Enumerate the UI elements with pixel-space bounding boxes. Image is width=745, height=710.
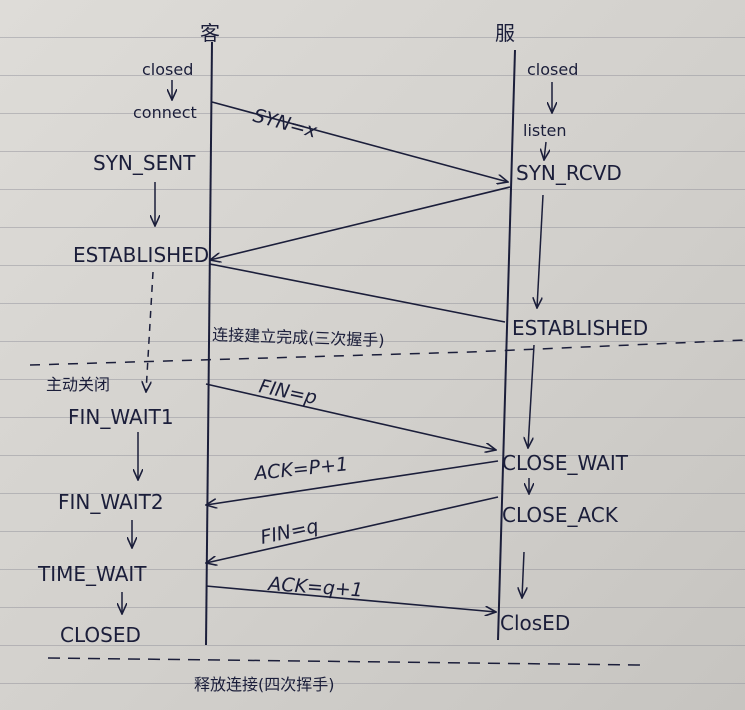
- client-arrow-3: [146, 271, 154, 392]
- syn-ack-arrow: [210, 186, 511, 260]
- syn-label: SYN=x: [251, 105, 320, 143]
- server-state-syn-rcvd: SYN_RCVD: [516, 161, 622, 185]
- ack-p-arrow: [206, 460, 499, 505]
- server-state-close-wait: CLOSE_WAIT: [502, 451, 629, 475]
- client-state-established: ESTABLISHED: [73, 243, 209, 267]
- ack-q-arrow: [205, 585, 496, 612]
- ack-line: [209, 263, 506, 323]
- handshake-note: 连接建立完成(三次握手): [212, 325, 385, 350]
- client-state-syn-sent: SYN_SENT: [93, 151, 196, 175]
- server-state-closed: closed: [527, 60, 578, 79]
- handshake-divider: [29, 339, 745, 366]
- client-lifeline: [205, 41, 213, 646]
- server-arrow-6: [522, 551, 524, 598]
- server-column-label: 服: [495, 21, 515, 45]
- client-state-fin-wait2: FIN_WAIT2: [58, 490, 164, 514]
- server-arrow-4: [528, 344, 535, 448]
- fin-p-label: FIN=p: [257, 375, 319, 409]
- server-state-established: ESTABLISHED: [512, 316, 648, 340]
- fin-q-arrow: [206, 496, 499, 563]
- release-note: 释放连接(四次挥手): [194, 675, 335, 694]
- release-divider: [47, 657, 641, 666]
- client-state-closed-final: CLOSED: [60, 623, 141, 647]
- ack-q-label: ACK=q+1: [266, 573, 364, 602]
- server-lifeline: [497, 49, 516, 641]
- client-state-connect: connect: [133, 103, 197, 122]
- server-state-listen: listen: [523, 121, 566, 140]
- client-column-label: 客: [200, 21, 220, 45]
- client-state-time-wait: TIME_WAIT: [37, 562, 147, 586]
- server-state-close-ack: CLOSE_ACK: [502, 503, 619, 527]
- server-arrow-2: [544, 141, 546, 160]
- fin-p-arrow: [205, 383, 496, 450]
- server-arrow-3: [537, 194, 544, 308]
- server-state-closed-final: ClosED: [500, 611, 570, 635]
- client-state-fin-wait1: FIN_WAIT1: [68, 405, 174, 429]
- ack-p-label: ACK=P+1: [251, 453, 349, 485]
- client-state-active-close: 主动关闭: [46, 375, 110, 394]
- client-state-closed: closed: [142, 60, 193, 79]
- syn-arrow: [211, 101, 508, 182]
